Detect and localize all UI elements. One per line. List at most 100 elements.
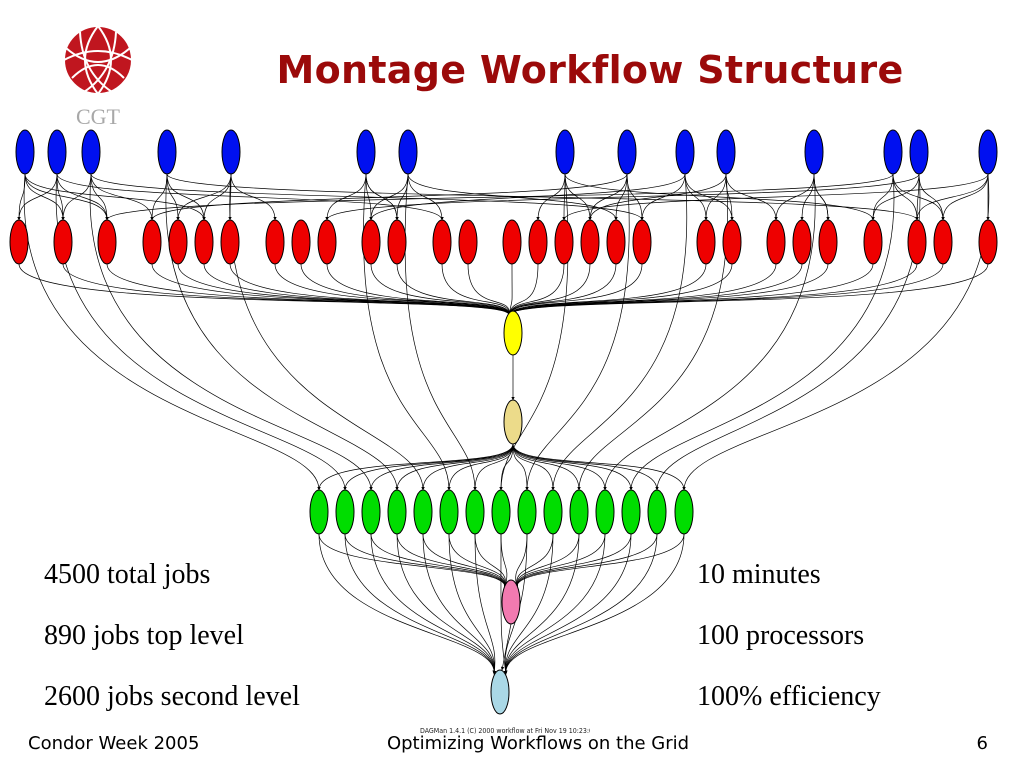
edge-top-to-second bbox=[564, 173, 875, 221]
background-job-node bbox=[439, 489, 459, 535]
second-level-job-node bbox=[317, 219, 337, 265]
second-level-job-node bbox=[220, 219, 240, 265]
top-level-job-node bbox=[617, 129, 637, 175]
second-level-job-node bbox=[696, 219, 716, 265]
edge-top-to-second bbox=[640, 173, 686, 221]
edge-background-to-add bbox=[396, 533, 497, 675]
edge-second-to-concat bbox=[62, 263, 512, 316]
edge-top-to-second bbox=[562, 173, 566, 221]
edge-top-to-second bbox=[725, 173, 778, 221]
background-job-node bbox=[674, 489, 694, 535]
second-level-job-node bbox=[291, 219, 311, 265]
top-level-job-node bbox=[909, 129, 929, 175]
second-level-job-node bbox=[580, 219, 600, 265]
edge-top-to-second bbox=[684, 173, 708, 221]
background-job-node bbox=[517, 489, 537, 535]
edge-top-to-second bbox=[536, 173, 566, 221]
imgtbl-job-node bbox=[501, 579, 521, 625]
background-job-node bbox=[361, 489, 381, 535]
edge-bgmodel-to-background bbox=[369, 443, 514, 491]
stat-minutes: 10 minutes bbox=[697, 559, 821, 590]
top-level-job-node bbox=[356, 129, 376, 175]
stat-processors: 100 processors bbox=[697, 620, 865, 651]
second-level-job-node bbox=[632, 219, 652, 265]
edge-top-to-second bbox=[90, 173, 154, 221]
edge-background-to-add bbox=[500, 533, 508, 675]
stat-efficiency: 100% efficiency bbox=[697, 681, 881, 712]
edge-second-to-concat bbox=[326, 263, 512, 316]
background-job-node bbox=[595, 489, 615, 535]
edge-imgtbl-to-add bbox=[500, 623, 512, 671]
edge-top-to-second bbox=[325, 173, 367, 221]
edge-second-to-concat bbox=[507, 263, 539, 316]
edge-top-to-second bbox=[166, 173, 180, 221]
top-level-job-node bbox=[221, 129, 241, 175]
edge-top-to-second bbox=[684, 173, 734, 221]
edge-second-to-concat bbox=[507, 263, 777, 316]
edge-background-to-imgtbl bbox=[474, 533, 508, 589]
edge-top-to-second bbox=[325, 173, 920, 221]
edge-bgmodel-to-background bbox=[499, 443, 514, 491]
second-level-job-node bbox=[818, 219, 838, 265]
footer-talk-title: Optimizing Workflows on the Grid bbox=[386, 733, 690, 754]
edge-background-to-imgtbl bbox=[318, 533, 508, 589]
edge-top-to-second bbox=[704, 173, 727, 221]
edge-top-to-second bbox=[17, 173, 58, 221]
edge-second-to-concat bbox=[507, 263, 513, 316]
edge-bgmodel-to-background bbox=[512, 443, 633, 491]
edge-top-to-background bbox=[89, 173, 373, 491]
top-level-job-node bbox=[398, 129, 418, 175]
edge-bgmodel-to-background bbox=[421, 443, 514, 491]
top-level-job-node bbox=[675, 129, 695, 175]
second-level-job-node bbox=[907, 219, 927, 265]
edge-bgmodel-to-background bbox=[512, 443, 581, 491]
edge-top-to-background bbox=[682, 173, 990, 491]
top-level-job-node bbox=[716, 129, 736, 175]
edge-top-to-background bbox=[23, 173, 321, 491]
edge-top-to-second bbox=[90, 173, 109, 221]
edge-top-to-second bbox=[588, 173, 727, 221]
edge-top-to-second bbox=[871, 173, 920, 221]
edge-second-to-concat bbox=[18, 263, 512, 316]
edge-top-to-second bbox=[915, 173, 920, 221]
top-level-job-node bbox=[555, 129, 575, 175]
footer-page-number: 6 bbox=[976, 733, 988, 754]
second-level-job-node bbox=[97, 219, 117, 265]
edge-background-to-imgtbl bbox=[514, 533, 554, 589]
edge-second-to-concat bbox=[507, 263, 803, 316]
edge-background-to-add bbox=[503, 533, 606, 675]
background-job-node bbox=[387, 489, 407, 535]
top-level-job-node bbox=[883, 129, 903, 175]
second-level-job-node bbox=[168, 219, 188, 265]
edge-background-to-add bbox=[448, 533, 497, 675]
top-level-job-node bbox=[804, 129, 824, 175]
edge-top-to-second bbox=[369, 173, 686, 221]
second-level-job-node bbox=[502, 219, 522, 265]
background-job-node bbox=[309, 489, 329, 535]
edge-bgmodel-to-background bbox=[512, 443, 659, 491]
second-level-job-node bbox=[606, 219, 626, 265]
edge-top-to-second bbox=[56, 173, 109, 221]
second-level-job-node bbox=[194, 219, 214, 265]
second-level-job-node bbox=[53, 219, 73, 265]
edge-second-to-concat bbox=[507, 263, 989, 316]
edge-top-to-second bbox=[56, 173, 65, 221]
edge-top-to-background bbox=[525, 173, 630, 491]
cgt-logo: CGT bbox=[52, 22, 144, 132]
second-level-job-node bbox=[387, 219, 407, 265]
edge-background-to-add bbox=[503, 533, 685, 675]
edge-second-to-concat bbox=[507, 263, 829, 316]
background-job-node bbox=[491, 489, 511, 535]
edge-bgmodel-to-background bbox=[512, 443, 529, 491]
edge-bgmodel-to-background bbox=[343, 443, 514, 491]
edge-background-to-add bbox=[503, 533, 528, 675]
edge-background-to-add bbox=[503, 533, 632, 675]
edge-second-to-concat bbox=[507, 263, 944, 316]
second-level-job-node bbox=[554, 219, 574, 265]
edge-top-to-second bbox=[813, 173, 830, 221]
edge-bgmodel-to-background bbox=[447, 443, 514, 491]
edge-second-to-concat bbox=[467, 263, 512, 316]
add-job-node bbox=[490, 669, 510, 715]
edge-second-to-concat bbox=[300, 263, 512, 316]
edge-top-to-second bbox=[24, 173, 206, 221]
